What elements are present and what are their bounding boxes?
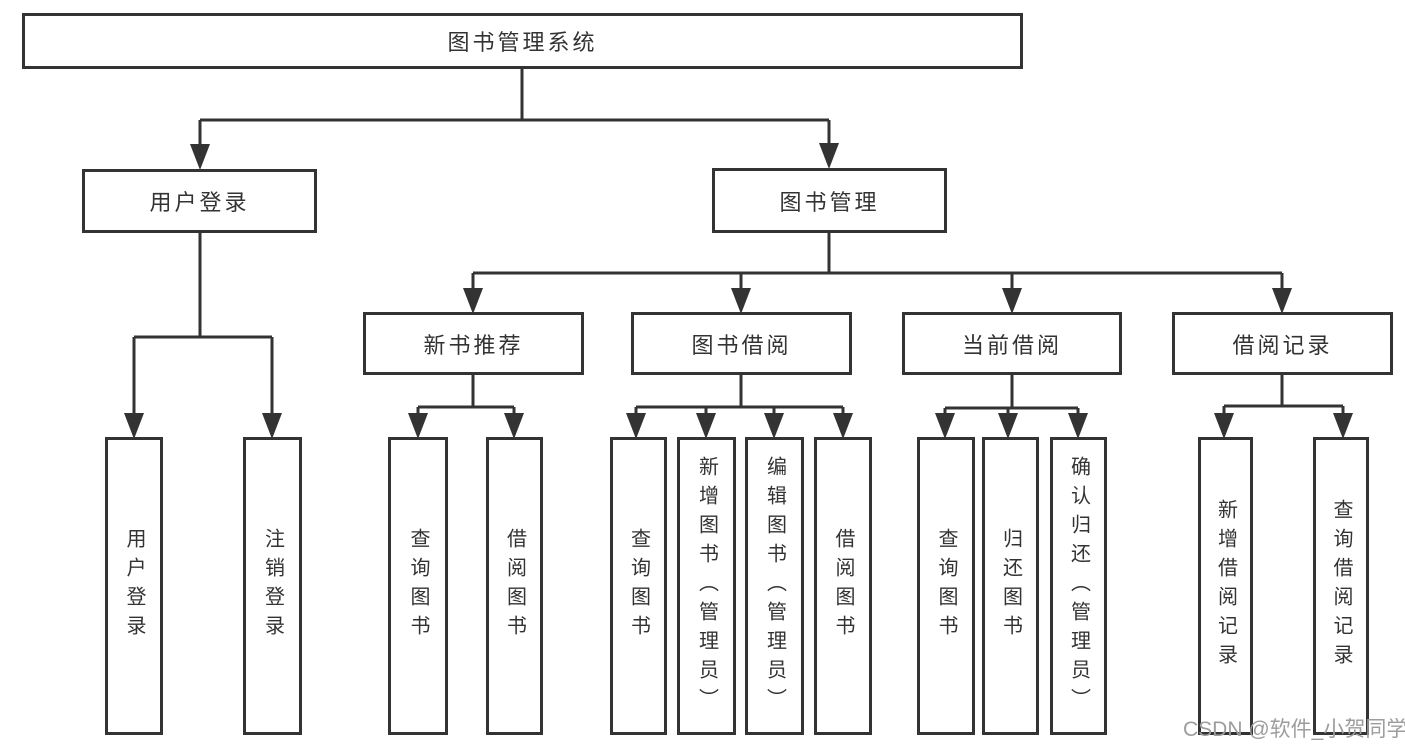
leaf-edit-books-admin: 编辑图书（管理员） xyxy=(745,437,804,735)
leaf-query-books-3: 查询图书 xyxy=(917,437,975,735)
node-book-mgmt: 图书管理 xyxy=(712,168,947,233)
leaf-borrow-books-2: 借阅图书 xyxy=(814,437,872,735)
node-new-books: 新书推荐 xyxy=(363,312,584,375)
node-current-borrow: 当前借阅 xyxy=(902,312,1122,375)
leaf-logout: 注销登录 xyxy=(243,437,302,735)
leaf-user-login: 用户登录 xyxy=(105,437,163,735)
leaf-return-books: 归还图书 xyxy=(982,437,1039,735)
leaf-add-books-admin: 新增图书（管理员） xyxy=(677,437,736,735)
csdn-watermark: CSDN @软件_小贺同学 xyxy=(1183,718,1405,741)
node-borrow-records: 借阅记录 xyxy=(1172,312,1393,375)
leaf-query-borrow-record: 查询借阅记录 xyxy=(1313,437,1369,735)
arrowheads xyxy=(124,143,1353,439)
node-book-borrow: 图书借阅 xyxy=(631,312,852,375)
leaf-query-books-1: 查询图书 xyxy=(388,437,448,735)
leaf-add-borrow-record: 新增借阅记录 xyxy=(1198,437,1253,735)
node-root: 图书管理系统 xyxy=(22,13,1023,69)
leaf-query-books-2: 查询图书 xyxy=(610,437,667,735)
node-user-login: 用户登录 xyxy=(82,169,317,233)
leaf-borrow-books-1: 借阅图书 xyxy=(486,437,543,735)
leaf-confirm-return-admin: 确认归还（管理员） xyxy=(1050,437,1107,735)
